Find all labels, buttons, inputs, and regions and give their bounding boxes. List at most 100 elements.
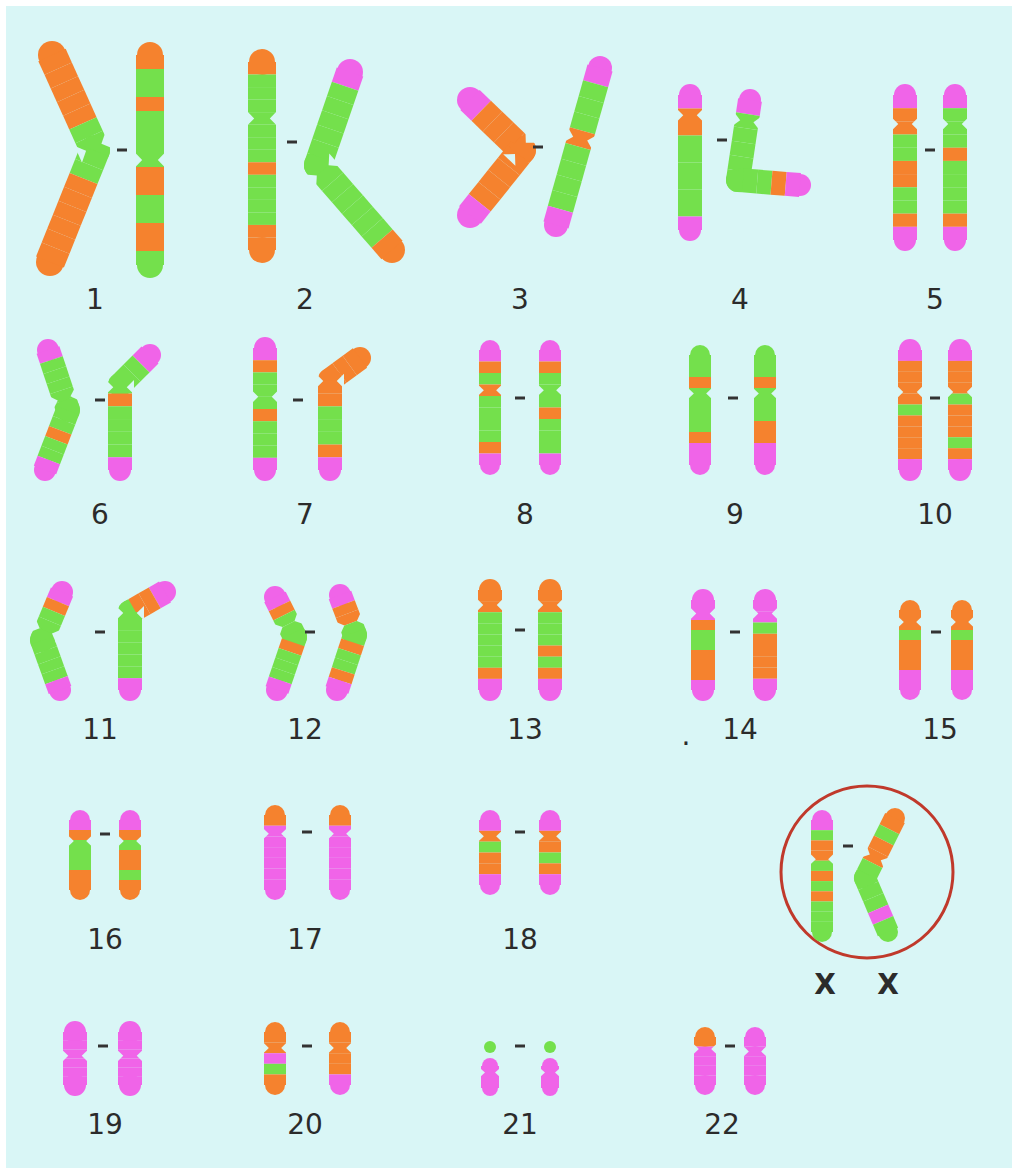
chromosome-band	[470, 100, 481, 111]
chromosome-band	[344, 604, 348, 613]
chromosome-band	[372, 227, 382, 238]
chromosome	[106, 344, 161, 481]
chromosome	[809, 810, 835, 942]
chromosome-band	[754, 432, 776, 443]
chromosome-band	[50, 611, 54, 621]
background-panel	[6, 6, 1012, 1168]
chromosome-band	[691, 660, 715, 670]
telomere-cap	[119, 679, 141, 701]
chromosome-band	[155, 592, 165, 598]
chromosome-band	[754, 355, 776, 366]
chromosome-band	[539, 454, 561, 466]
chromosome-band	[786, 184, 800, 185]
chromosome-band	[587, 99, 591, 115]
chromosome-band	[108, 394, 132, 407]
chromosome-band	[248, 125, 276, 138]
chromosome-band	[136, 195, 164, 209]
chromosome-band	[948, 426, 972, 437]
chromosome-band	[753, 623, 777, 634]
pair-dash	[302, 1045, 312, 1048]
chromosome-band	[479, 853, 501, 864]
centromere-notch	[496, 830, 503, 843]
chromosome-band	[898, 350, 922, 361]
centromere-notch	[52, 630, 61, 643]
chromosome-band	[689, 377, 711, 388]
chromosome-band	[943, 187, 967, 200]
chromosome-band	[136, 55, 164, 69]
satellite-dot	[544, 1041, 556, 1053]
chromosome	[946, 339, 974, 481]
chromosome-band	[83, 123, 89, 137]
chromosome-band	[811, 901, 833, 911]
telomere-cap	[479, 679, 501, 701]
centromere-notch	[539, 1067, 545, 1078]
chromosome-band	[943, 214, 967, 227]
chromosome-band	[481, 1077, 499, 1088]
chromosome-band	[479, 408, 501, 420]
centromere-notch	[809, 853, 816, 866]
chromosome-band	[470, 203, 480, 215]
chromosome-band	[538, 590, 562, 601]
chromosome	[30, 581, 73, 701]
chromosome-band	[753, 668, 777, 679]
centromere-notch	[968, 615, 975, 628]
chromosome-band	[943, 161, 967, 174]
chromosome	[891, 84, 919, 251]
chromosome	[327, 1022, 353, 1095]
chromosome-band	[290, 642, 293, 652]
centromere-notch	[305, 175, 317, 188]
chromosome-band	[248, 162, 276, 175]
telomere-cap	[137, 42, 163, 68]
chromosome-band	[479, 820, 501, 831]
chromosome-band	[868, 886, 873, 898]
chromosome-band	[948, 437, 972, 448]
chromosome-band	[539, 408, 561, 420]
chromosome	[262, 1022, 288, 1095]
centromere-notch	[346, 827, 353, 840]
telomere-cap	[120, 880, 140, 900]
centromere-notch	[136, 834, 143, 847]
centromere-notch	[246, 110, 254, 127]
chromosome-band	[351, 623, 355, 632]
chromosome	[897, 600, 923, 700]
chromosome-band	[689, 421, 711, 432]
chromosome-band	[329, 879, 351, 890]
chromosome-band	[539, 842, 561, 853]
telomere-cap	[36, 248, 64, 276]
chromosome-band	[899, 680, 921, 690]
chromosome-band	[49, 660, 53, 670]
centromere-notch	[752, 387, 759, 400]
chromosome-band	[136, 125, 164, 139]
chromosome-band	[118, 631, 142, 643]
chromosome-number: 1	[86, 285, 104, 316]
chromosome-band	[694, 1037, 716, 1047]
chromosome-band	[539, 853, 561, 864]
telomere-cap	[900, 600, 920, 620]
chromosome	[327, 805, 353, 900]
chromosome-number: 22	[704, 1110, 740, 1141]
chromosome-band	[84, 165, 90, 179]
chromosome-band	[89, 151, 95, 165]
telomere-cap	[38, 41, 66, 69]
chromosome-band	[339, 366, 349, 374]
chromosome-band	[323, 170, 333, 181]
chromosome	[251, 337, 279, 481]
centromere-notch	[753, 116, 761, 130]
chromosome-band	[340, 671, 343, 681]
chromosome	[326, 584, 367, 701]
telomere-cap	[330, 1022, 350, 1042]
chromosome-band	[899, 630, 921, 640]
chromosome-band	[754, 454, 776, 465]
chromosome-band	[689, 366, 711, 377]
centromere-notch	[106, 380, 113, 394]
chromosome	[941, 84, 969, 251]
chromosome-band	[538, 623, 562, 634]
chromosome	[726, 89, 811, 196]
telomere-cap	[119, 1021, 141, 1043]
chromosome-band	[248, 175, 276, 188]
chromosome-band	[893, 214, 917, 227]
chromosome-band	[63, 1067, 87, 1076]
chromosome-band	[539, 396, 561, 408]
chromosome-band	[744, 1066, 766, 1076]
telomere-cap	[695, 1027, 715, 1047]
